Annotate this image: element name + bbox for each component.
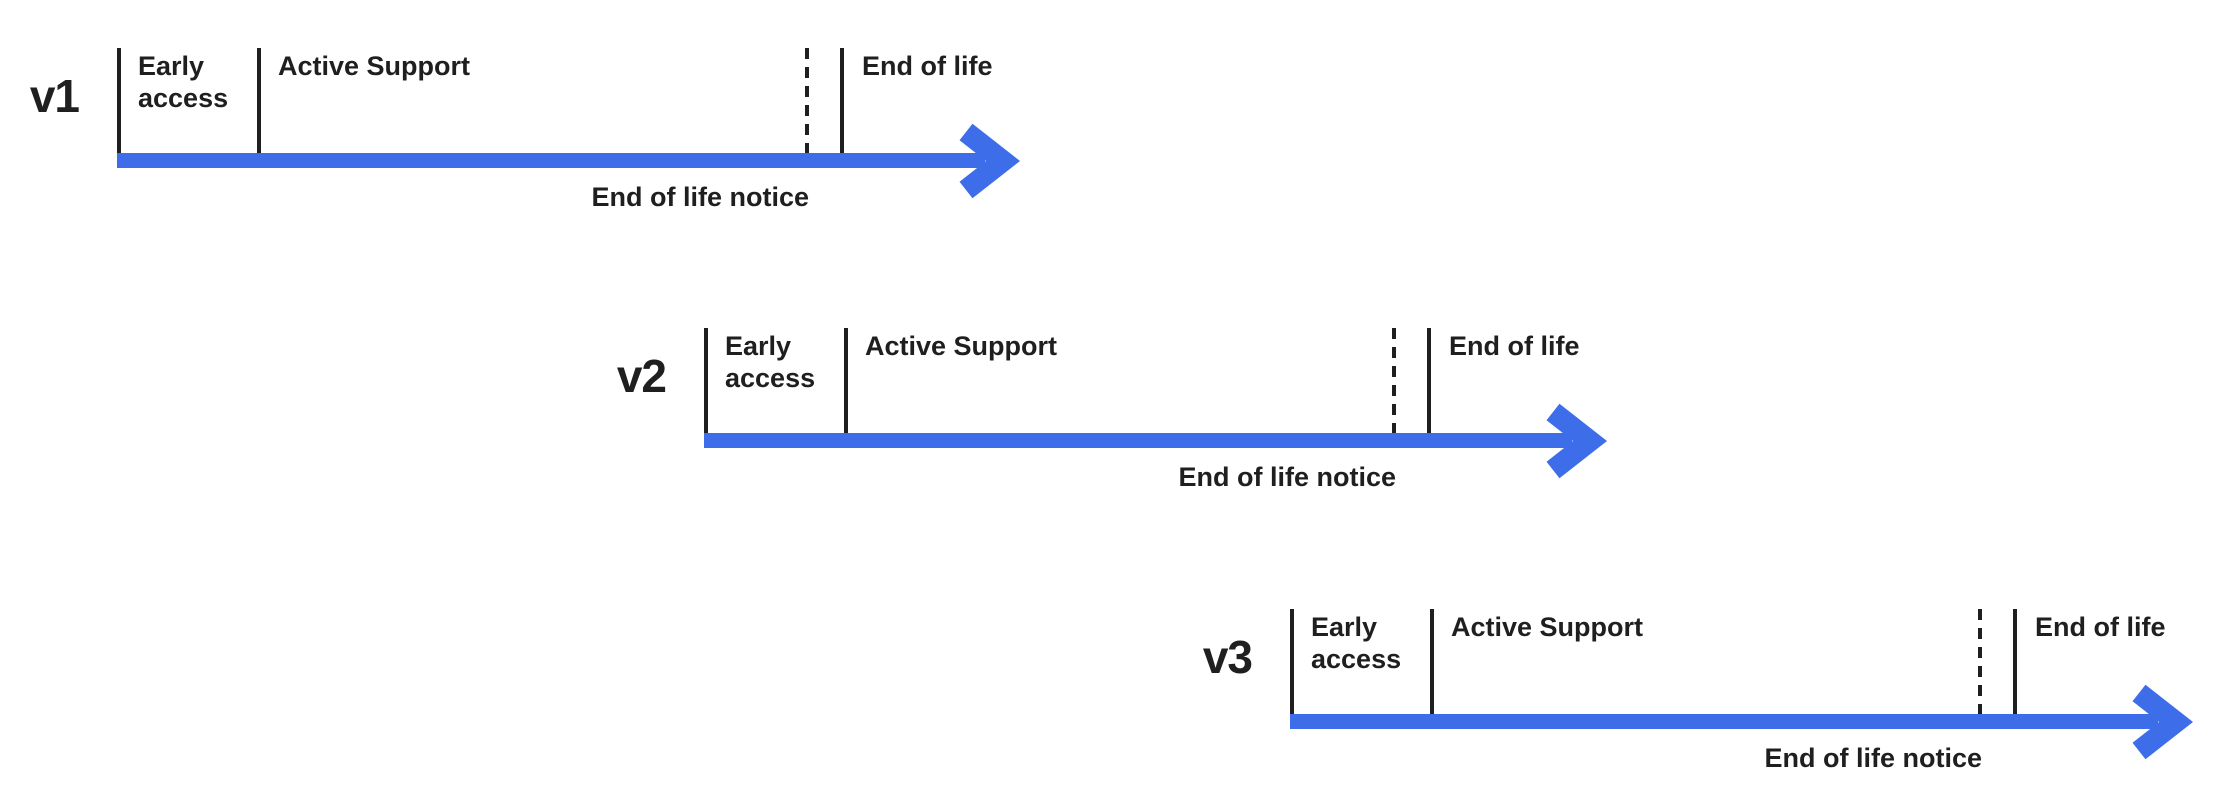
timeline-arrow-bar bbox=[1290, 714, 2158, 729]
end-of-life-notice-label: End of life notice bbox=[1178, 462, 1396, 492]
active-support-tick bbox=[1430, 609, 1434, 714]
arrowhead-icon bbox=[2132, 684, 2194, 760]
arrowhead-icon bbox=[959, 123, 1021, 199]
version-label: v2 bbox=[616, 350, 667, 402]
early-access-label: Early access bbox=[138, 51, 229, 113]
early-access-label: Early access bbox=[725, 331, 816, 393]
end-of-life-notice-label: End of life notice bbox=[591, 182, 809, 212]
end-of-life-tick bbox=[2013, 609, 2017, 714]
eol-notice-dashed-tick bbox=[1978, 609, 1982, 714]
end-of-life-tick bbox=[840, 48, 844, 153]
timeline-v1: v1 Early access Active Support End of li… bbox=[30, 48, 1097, 278]
version-label: v3 bbox=[1202, 631, 1253, 683]
active-support-label: Active Support bbox=[865, 331, 1058, 361]
active-support-tick bbox=[257, 48, 261, 153]
end-of-life-label: End of life bbox=[1449, 331, 1580, 361]
end-of-life-label: End of life bbox=[862, 51, 993, 81]
eol-notice-dashed-tick bbox=[1392, 328, 1396, 433]
end-of-life-notice-label: End of life notice bbox=[1764, 743, 1982, 773]
early-access-tick bbox=[117, 48, 121, 153]
timeline-v3: v3 Early access Active Support End of li… bbox=[1203, 609, 2228, 812]
active-support-label: Active Support bbox=[1451, 612, 1644, 642]
active-support-label: Active Support bbox=[278, 51, 471, 81]
arrowhead-icon bbox=[1546, 403, 1608, 479]
early-access-label: Early access bbox=[1311, 612, 1402, 674]
end-of-life-tick bbox=[1427, 328, 1431, 433]
end-of-life-label: End of life bbox=[2035, 612, 2166, 642]
active-support-tick bbox=[844, 328, 848, 433]
timeline-v2: v2 Early access Active Support End of li… bbox=[617, 328, 1684, 558]
early-access-tick bbox=[704, 328, 708, 433]
timeline-arrow-bar bbox=[117, 153, 985, 168]
eol-notice-dashed-tick bbox=[805, 48, 809, 153]
timeline-arrow-bar bbox=[704, 433, 1572, 448]
version-label: v1 bbox=[29, 70, 80, 122]
early-access-tick bbox=[1290, 609, 1294, 714]
